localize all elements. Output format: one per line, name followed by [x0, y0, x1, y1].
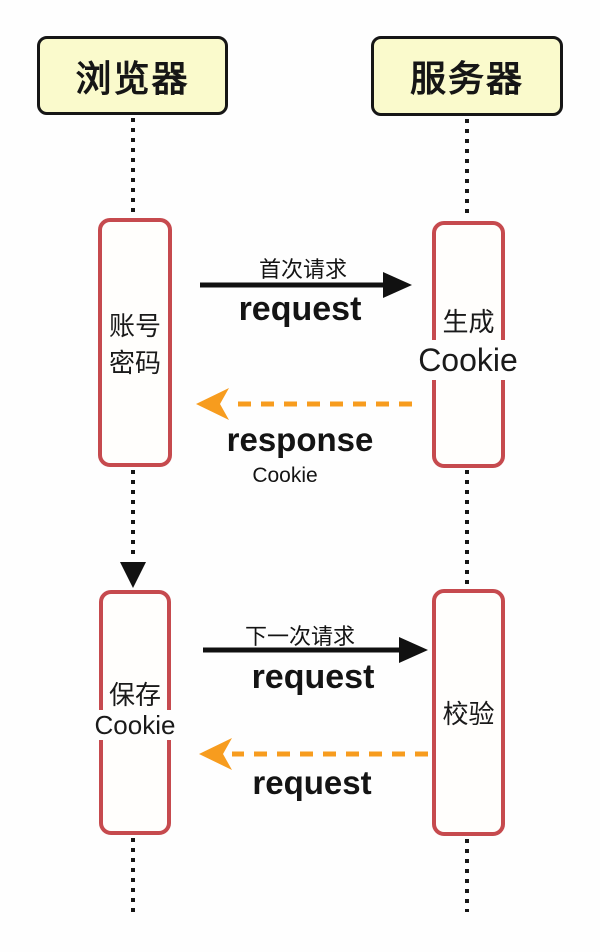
- activation-label-line: 密码: [108, 348, 161, 378]
- activation-label-line: 保存: [108, 680, 161, 710]
- response-arrowhead-icon-2: [199, 738, 232, 770]
- message-4-text: request: [252, 764, 372, 801]
- lifeline-down-arrowhead-icon: [120, 562, 146, 588]
- activation-browser-first: [98, 218, 172, 467]
- activation-label-save: 保存: [99, 680, 171, 710]
- activation-label-save-cookie: Cookie: [90, 710, 180, 740]
- actor-server-label: 服务器: [409, 58, 524, 99]
- activation-label-generate-cookie: Cookie: [408, 340, 528, 380]
- activation-label-account-password: 账号 密码: [98, 308, 172, 382]
- actor-server: 服务器: [371, 36, 563, 116]
- response-arrowhead-icon-1: [196, 388, 229, 420]
- activation-label-line: 生成: [442, 307, 495, 337]
- activation-label-line: Cookie: [94, 710, 176, 740]
- activation-label-generate: 生成: [432, 304, 505, 341]
- activation-label-verify: 校验: [432, 696, 505, 733]
- actor-browser-label: 浏览器: [75, 57, 190, 99]
- request-arrowhead-icon-1: [383, 272, 412, 298]
- activation-server-second: [432, 589, 505, 836]
- actor-browser: 浏览器: [37, 36, 228, 115]
- message-3-text: request: [251, 658, 375, 696]
- activation-label-line: 校验: [442, 699, 495, 729]
- request-arrowhead-icon-2: [399, 637, 428, 663]
- activation-label-line: Cookie: [418, 342, 518, 378]
- message-3-title: 下一次请求: [244, 624, 355, 649]
- message-2-text: response: [226, 421, 374, 458]
- activation-label-line: 账号: [108, 311, 161, 341]
- message-1-title: 首次请求: [258, 257, 347, 282]
- message-1-text: request: [238, 290, 362, 328]
- message-2-subtitle: Cookie: [252, 464, 318, 487]
